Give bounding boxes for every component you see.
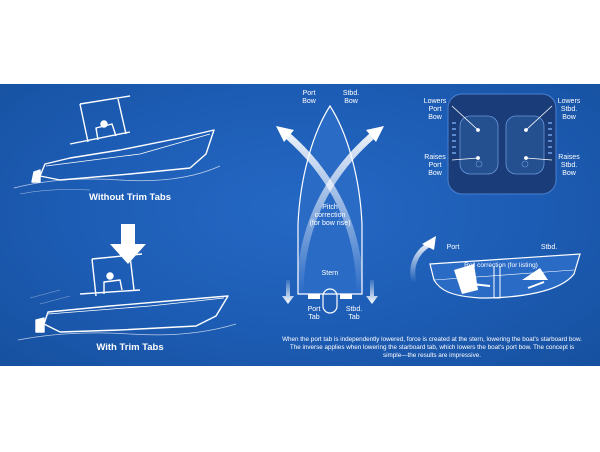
stbd-tab-label: Stbd. Tab [345, 306, 363, 321]
description-paragraph: When the port tab is independently lower… [282, 336, 582, 360]
hull-top-view [276, 104, 384, 314]
down-arrow-icon [110, 224, 146, 264]
trim-tab-controller [447, 93, 557, 195]
raises-stbd-bow-label: Raises Stbd. Bow [558, 154, 580, 177]
raises-port-bow-label: Raises Port Bow [424, 154, 446, 177]
boat-with-trim-tabs [17, 253, 237, 341]
boat-without-trim-tabs [13, 95, 221, 195]
lowers-port-bow-label: Lowers Port Bow [423, 98, 447, 121]
roll-correction-boat [410, 236, 581, 299]
stern-label: Stern [321, 270, 339, 277]
diagram-artwork [13, 93, 581, 341]
without-trim-tabs-caption: Without Trim Tabs [88, 192, 172, 203]
roll-stbd-label: Stbd. [540, 244, 558, 251]
lowers-stbd-bow-label: Lowers Stbd. Bow [557, 98, 581, 121]
stbd-bow-label: Stbd. Bow [342, 90, 360, 105]
port-bow-label: Port Bow [302, 90, 316, 105]
with-trim-tabs-caption: With Trim Tabs [96, 342, 164, 353]
pitch-correction-label: Pitch correction (for bow rise) [309, 204, 351, 227]
roll-port-label: Port [446, 244, 460, 251]
trim-tab-infographic: Without Trim Tabs With Trim Tabs Port Bo… [0, 84, 600, 366]
roll-correction-label: Roll correction (for listing) [464, 262, 538, 269]
port-tab-label: Port Tab [307, 306, 321, 321]
